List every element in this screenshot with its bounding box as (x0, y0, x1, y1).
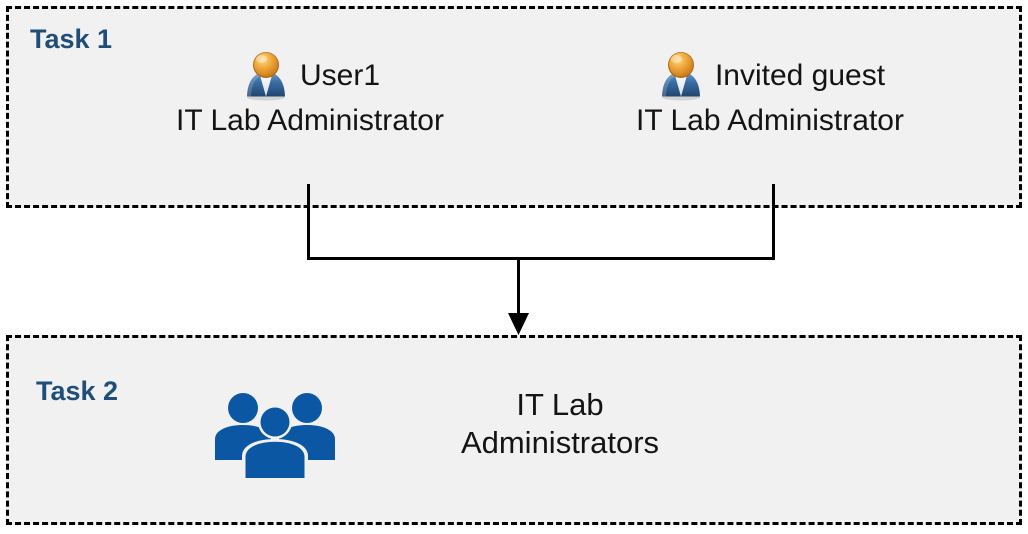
task-1-container (6, 6, 1022, 208)
group-of-people-icon (213, 388, 337, 480)
person-invited-guest-role: IT Lab Administrator (636, 104, 904, 137)
person-user1-header: User1 (130, 50, 490, 102)
person-invited-guest-name: Invited guest (714, 59, 886, 93)
person-user1-name: User1 (299, 59, 381, 93)
person-invited-guest-header: Invited guest (590, 50, 950, 102)
user-avatar-icon (655, 50, 707, 102)
person-invited-guest: Invited guest IT Lab Administrator (590, 50, 950, 138)
task-2-container (6, 335, 1022, 525)
task-1-label: Task 1 (30, 24, 113, 54)
user-avatar-icon (240, 50, 292, 102)
person-user1-role: IT Lab Administrator (176, 104, 444, 137)
arrow-head-icon (508, 313, 529, 335)
group-name-label: IT Lab Administrators (460, 387, 660, 461)
task-2-label: Task 2 (36, 376, 119, 406)
person-user1: User1 IT Lab Administrator (130, 50, 490, 138)
